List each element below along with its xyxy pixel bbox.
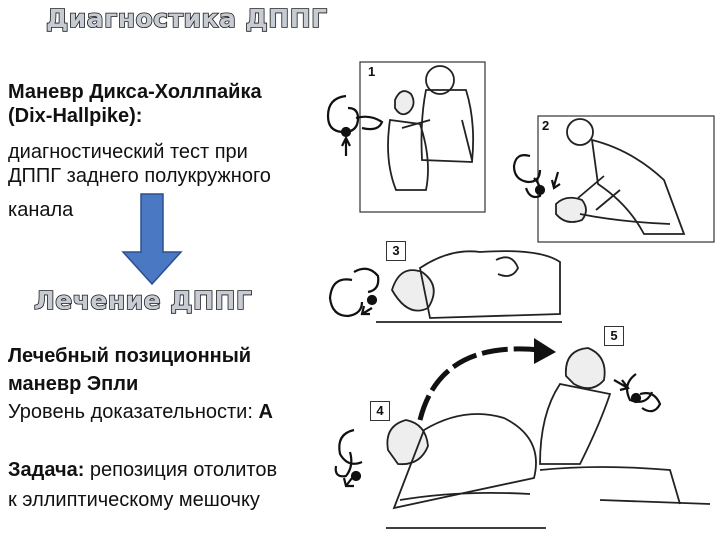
- task-text-1: репозиция отолитов: [84, 459, 278, 481]
- panel-label-5: 5: [604, 326, 624, 346]
- panel-label-1: 1: [368, 64, 376, 79]
- down-arrow-icon: [121, 193, 183, 286]
- panel-label-2: 2: [542, 118, 550, 133]
- panel-3-drawing: [376, 250, 562, 323]
- panel-1-drawing: [359, 61, 486, 213]
- ear-canal-icon: [613, 373, 662, 413]
- ear-canal-icon: [328, 267, 380, 318]
- description-line-1: диагностический тест при: [8, 141, 248, 163]
- task-label: Задача:: [8, 459, 85, 481]
- treatment-maneuver-line-1: Лечебный позиционный: [8, 345, 252, 367]
- ear-canal-icon: [326, 94, 384, 156]
- maneuver-name: Маневр Дикса-Холлпайка: [8, 81, 262, 103]
- evidence-prefix: Уровень доказательности:: [8, 401, 259, 423]
- description-line-2: ДППГ заднего полукружного: [8, 165, 271, 187]
- panel-label-3: 3: [386, 241, 406, 261]
- panel-2-drawing: [537, 115, 715, 243]
- panel-4-drawing: [386, 413, 546, 529]
- evidence-level: Уровень доказательности: A: [8, 400, 273, 424]
- diagnosis-title: Диагностика ДППГ: [45, 3, 328, 34]
- task-line-1: Задача: репозиция отолитов: [8, 458, 277, 482]
- treatment-maneuver-line-2: маневр Эпли: [8, 373, 139, 395]
- ear-canal-icon: [334, 428, 363, 488]
- description-line-3: канала: [8, 199, 74, 221]
- task-line-2: к эллиптическому мешочку: [8, 489, 260, 511]
- evidence-value: A: [258, 401, 273, 423]
- panel-5-drawing: [539, 347, 711, 505]
- panel-label-4: 4: [370, 401, 390, 421]
- maneuver-name-en: (Dix-Hallpike):: [8, 105, 143, 127]
- treatment-title: Лечение ДППГ: [33, 285, 253, 316]
- ear-canal-icon: [512, 154, 561, 199]
- rotation-arrow-icon: [417, 338, 556, 421]
